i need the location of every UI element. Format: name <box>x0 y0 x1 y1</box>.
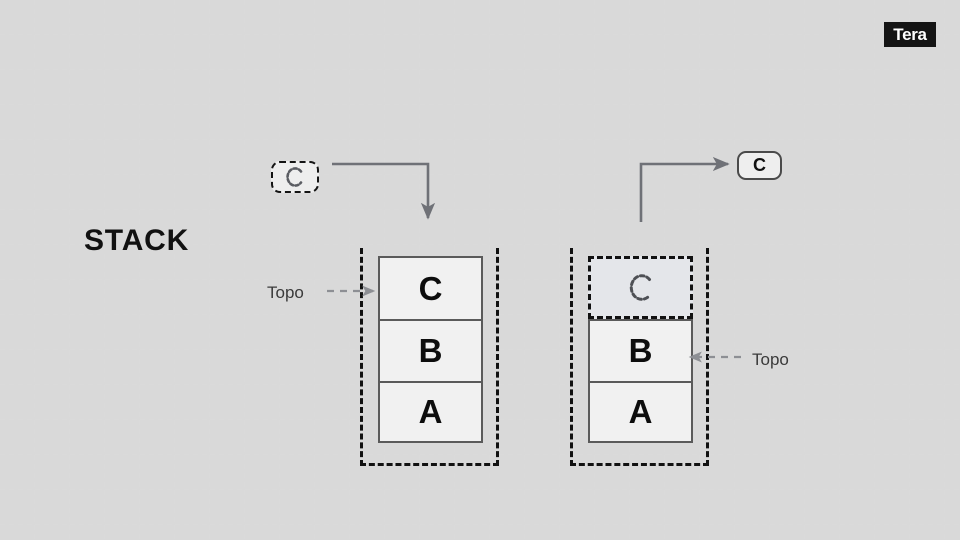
topo-label-right: Topo <box>752 350 789 369</box>
pop-element-badge: C <box>737 151 782 180</box>
pop-arrow <box>639 156 730 222</box>
stack-cell-c-ghost <box>588 256 693 319</box>
left-stack-cells: C B A <box>378 256 483 443</box>
ghost-c-glyph-small <box>286 167 303 187</box>
stack-cell-a-right: A <box>588 381 693 443</box>
ghost-c-glyph-large <box>629 274 651 301</box>
push-arrow <box>332 162 436 220</box>
stack-cell-c: C <box>378 256 483 319</box>
right-stack-cells: B A <box>588 256 693 443</box>
left-stack-frame <box>360 248 499 466</box>
page-title: STACK <box>84 224 190 257</box>
push-element-badge <box>271 161 319 193</box>
stack-cell-b-right: B <box>588 319 693 381</box>
stack-cell-a: A <box>378 381 483 443</box>
stack-cell-b: B <box>378 319 483 381</box>
tera-logo: Tera <box>884 22 936 47</box>
topo-label-left: Topo <box>267 283 304 302</box>
